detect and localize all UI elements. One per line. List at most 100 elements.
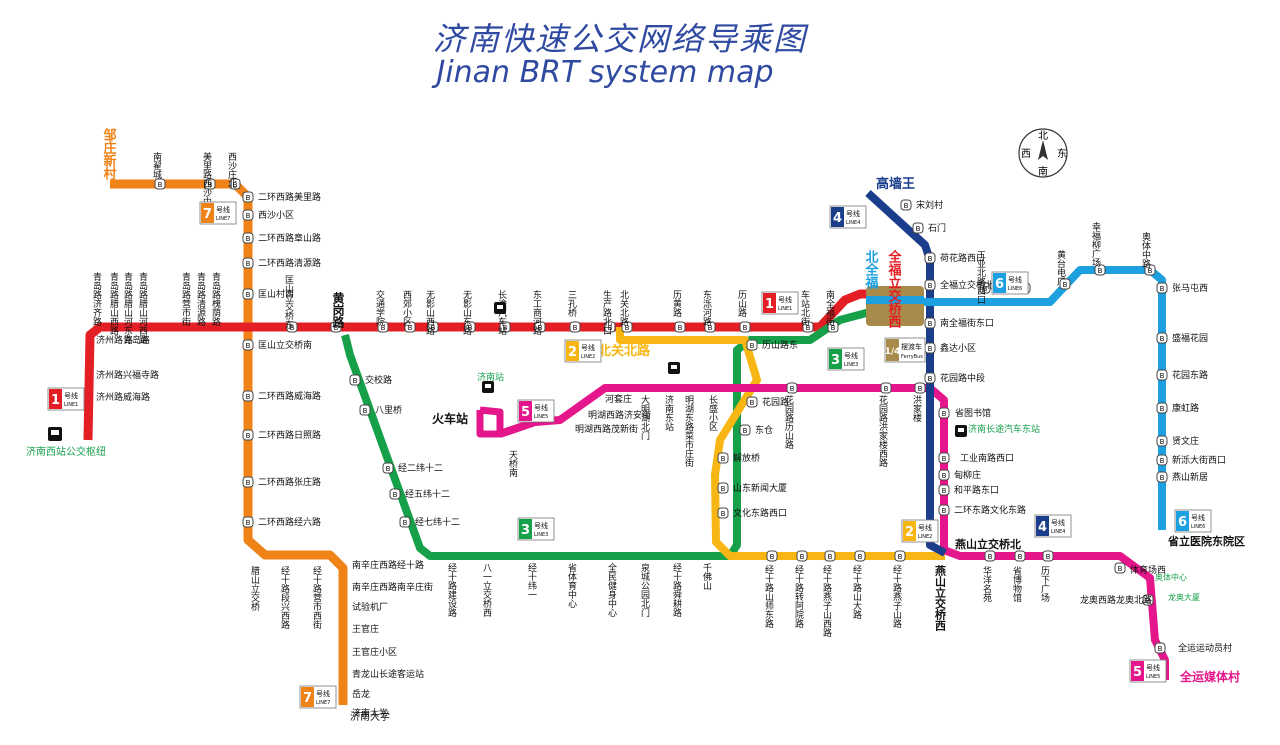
line1-station[interactable]: B	[604, 321, 616, 333]
line7-station[interactable]: B	[242, 516, 254, 528]
line1-station[interactable]: B	[704, 321, 716, 333]
line7-station[interactable]: B	[242, 191, 254, 203]
line1-station[interactable]: B	[330, 321, 342, 333]
label-zouzhuang: 邹庄新村	[101, 127, 117, 181]
station-name: 济州路青岛路	[96, 334, 150, 346]
line7-station[interactable]: B	[242, 257, 254, 269]
line5-station[interactable]: B	[1114, 562, 1126, 574]
line6-station[interactable]: B	[1156, 435, 1168, 447]
station-name: 经十路山师东路	[763, 564, 774, 629]
line1-station[interactable]: B	[802, 321, 814, 333]
line1-station[interactable]: B	[404, 321, 416, 333]
station-name: 济州路威海路	[96, 391, 150, 403]
line4-station[interactable]: B	[924, 252, 936, 264]
line7-station[interactable]: B	[242, 429, 254, 441]
line2-station[interactable]: B	[824, 550, 836, 562]
line1-station[interactable]: B	[499, 321, 511, 333]
line7-station[interactable]: B	[204, 178, 216, 190]
line5-station[interactable]: B	[1042, 550, 1054, 562]
line7-station[interactable]: B	[242, 339, 254, 351]
station-name: 工业北路西口	[975, 250, 986, 304]
line6-station[interactable]: B	[1156, 282, 1168, 294]
line5-station[interactable]: B	[1142, 594, 1154, 606]
line6-station[interactable]: B	[1156, 332, 1168, 344]
line1-station[interactable]: B	[427, 321, 439, 333]
line3-station[interactable]: B	[746, 396, 758, 408]
line3-station[interactable]: B	[389, 488, 401, 500]
line6-station[interactable]: B	[1144, 264, 1156, 276]
line7-station[interactable]: B	[242, 288, 254, 300]
station-name: 长盛小区	[707, 394, 718, 431]
line1-station[interactable]: B	[569, 321, 581, 333]
line3-station[interactable]: B	[717, 507, 729, 519]
line7-station[interactable]: B	[242, 209, 254, 221]
line4-station[interactable]: B	[924, 317, 936, 329]
line6-station[interactable]: B	[1059, 278, 1071, 290]
line1-station[interactable]: B	[464, 321, 476, 333]
svg-text:B: B	[1158, 645, 1163, 653]
line3-station[interactable]: B	[746, 339, 758, 351]
line5-station[interactable]: B	[938, 407, 950, 419]
line1-station[interactable]: B	[621, 321, 633, 333]
line7-station[interactable]: B	[154, 178, 166, 190]
line6-station[interactable]: B	[1156, 471, 1168, 483]
line2-station[interactable]: B	[894, 550, 906, 562]
line2-station[interactable]: B	[854, 550, 866, 562]
line4-station[interactable]: B	[900, 199, 912, 211]
line3-station[interactable]: B	[399, 516, 411, 528]
line6-station[interactable]: B	[1156, 454, 1168, 466]
line4-station[interactable]: B	[938, 484, 950, 496]
line1-station[interactable]: B	[739, 321, 751, 333]
line4-station[interactable]: B	[924, 279, 936, 291]
line7-station[interactable]: B	[229, 178, 241, 190]
line7-station[interactable]: B	[242, 476, 254, 488]
line6-station[interactable]: B	[1156, 402, 1168, 414]
line7-station[interactable]: B	[242, 232, 254, 244]
line6-station[interactable]: B	[1094, 264, 1106, 276]
svg-text:LINE6: LINE6	[1008, 286, 1022, 292]
svg-text:4: 4	[1038, 520, 1047, 535]
line1-station[interactable]: B	[827, 321, 839, 333]
svg-text:LINE6: LINE6	[1191, 524, 1205, 530]
line3-station[interactable]: B	[382, 462, 394, 474]
station-name: 和平路东口	[954, 484, 999, 496]
station-name: 天桥南	[507, 450, 518, 477]
line3-station[interactable]: B	[349, 374, 361, 386]
line1-station[interactable]: B	[674, 321, 686, 333]
line4-station[interactable]: B	[938, 504, 950, 516]
svg-text:B: B	[942, 472, 947, 480]
line3-station[interactable]: B	[717, 482, 729, 494]
line2-station[interactable]: B	[766, 550, 778, 562]
line5-station[interactable]: B	[938, 452, 950, 464]
line1-station[interactable]: B	[534, 321, 546, 333]
line4-station[interactable]: B	[938, 469, 950, 481]
svg-text:LINE5: LINE5	[534, 414, 548, 420]
line5-station[interactable]: B	[914, 382, 926, 394]
line3-station[interactable]: B	[739, 424, 751, 436]
line5-station[interactable]: B	[984, 550, 996, 562]
station-name: 花园路中段	[940, 372, 985, 384]
line5-station[interactable]: B	[1154, 642, 1166, 654]
line4-station[interactable]: B	[924, 372, 936, 384]
line3-station[interactable]: B	[717, 452, 729, 464]
svg-text:摆渡车: 摆渡车	[901, 342, 922, 351]
line7-station[interactable]: B	[286, 321, 298, 333]
label-gaoqiangwang: 高墙王	[876, 176, 915, 192]
line4-station[interactable]: B	[924, 342, 936, 354]
line5-station[interactable]: B	[880, 382, 892, 394]
svg-text:B: B	[246, 432, 251, 440]
line5-station[interactable]: B	[1014, 550, 1026, 562]
line6-station[interactable]: B	[979, 282, 991, 294]
line6-station[interactable]: B	[1156, 369, 1168, 381]
line1-station[interactable]: B	[377, 321, 389, 333]
svg-text:B: B	[468, 324, 473, 332]
line4-station[interactable]: B	[912, 222, 924, 234]
svg-text:LINE7: LINE7	[316, 700, 330, 706]
svg-text:7: 7	[303, 691, 312, 706]
line5-station[interactable]: B	[786, 382, 798, 394]
line2-station[interactable]: B	[796, 550, 808, 562]
line7-station[interactable]: B	[242, 390, 254, 402]
line3-station[interactable]: B	[359, 404, 371, 416]
